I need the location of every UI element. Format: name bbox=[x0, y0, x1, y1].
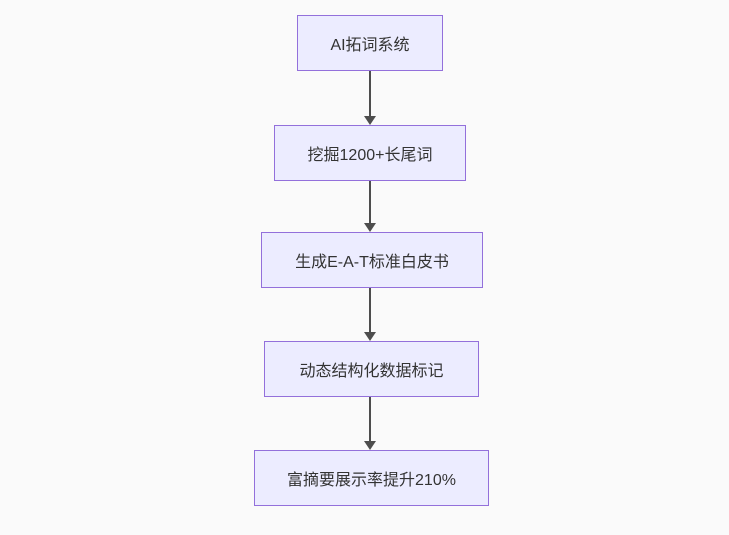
arrow-shaft bbox=[369, 288, 371, 332]
node-rich-snippet-rate-result: 富摘要展示率提升210% bbox=[254, 450, 489, 506]
node-longtail-keyword-mining: 挖掘1200+长尾词 bbox=[274, 125, 466, 181]
arrowhead-icon bbox=[364, 332, 376, 341]
arrowhead-icon bbox=[364, 441, 376, 450]
arrow-shaft bbox=[369, 71, 371, 116]
node-ai-expansion-system: AI拓词系统 bbox=[297, 15, 443, 71]
arrowhead-icon bbox=[364, 223, 376, 232]
node-dynamic-structured-data-markup: 动态结构化数据标记 bbox=[264, 341, 479, 397]
arrowhead-icon bbox=[364, 116, 376, 125]
arrow-shaft bbox=[369, 397, 371, 441]
node-eat-whitepaper-generation: 生成E-A-T标准白皮书 bbox=[261, 232, 483, 288]
arrow-shaft bbox=[369, 181, 371, 223]
